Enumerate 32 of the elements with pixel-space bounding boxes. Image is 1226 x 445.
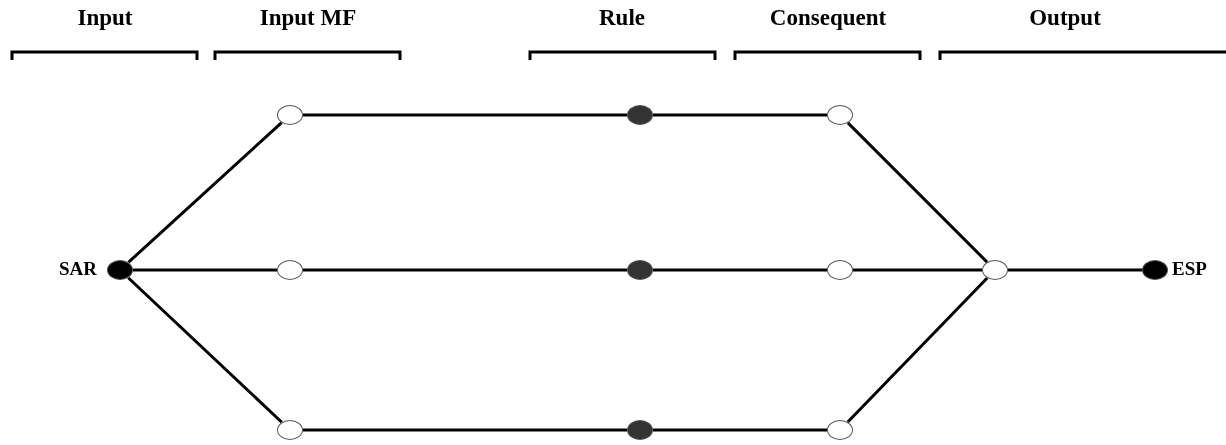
- connector-line: [653, 113, 827, 117]
- node-circle: [277, 260, 303, 280]
- connector-line: [853, 268, 982, 272]
- layer-label: Output: [1029, 6, 1101, 29]
- layer-label: Rule: [599, 6, 645, 29]
- layer-label: Consequent: [769, 6, 887, 29]
- node-circle: [827, 105, 853, 125]
- node-circle: [627, 260, 653, 280]
- connector-line: [133, 268, 277, 272]
- layer-label: Input MF: [259, 6, 357, 29]
- node-circle: [982, 260, 1008, 280]
- connector-line: [303, 113, 627, 117]
- connector-line: [653, 428, 827, 432]
- connector-line: [846, 121, 989, 264]
- connector-line: [846, 276, 989, 424]
- node-circle: [1142, 260, 1168, 280]
- connector-line: [127, 276, 283, 424]
- node-circle: [277, 420, 303, 440]
- node-label: SAR: [59, 259, 97, 278]
- node-circle: [627, 420, 653, 440]
- connector-line: [653, 268, 827, 272]
- connector-line: [303, 428, 627, 432]
- node-circle: [277, 105, 303, 125]
- node-label: ESP: [1172, 259, 1207, 278]
- node-circle: [107, 260, 133, 280]
- node-circle: [627, 105, 653, 125]
- node-circle: [827, 260, 853, 280]
- node-circle: [827, 420, 853, 440]
- connector-line: [303, 268, 627, 272]
- connector-line: [127, 121, 283, 264]
- layer-label: Input: [77, 6, 133, 29]
- connector-line: [1008, 268, 1142, 272]
